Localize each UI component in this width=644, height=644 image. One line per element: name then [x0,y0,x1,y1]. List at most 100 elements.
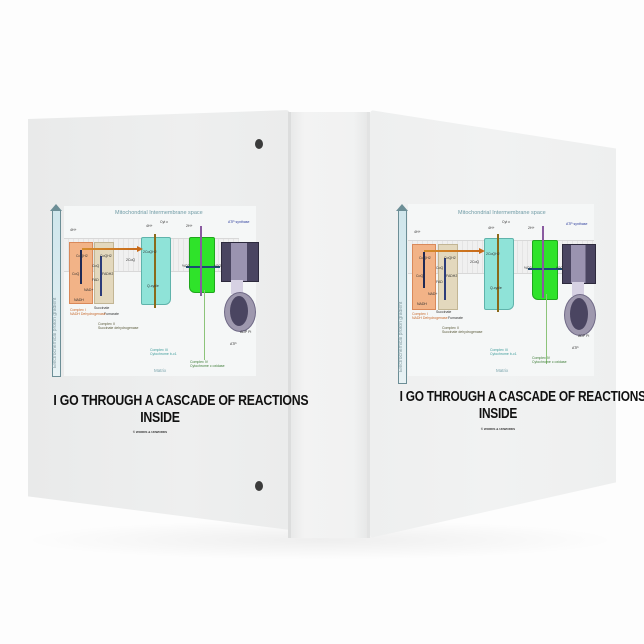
label-fad: FAD [92,278,99,282]
back-cover-diagram: Electrochemical proton gradient Mitochon… [50,204,260,384]
rivet-hole-bottom [255,481,263,491]
complex-iv-leader [204,290,205,360]
complex-ii-path-front [444,258,446,300]
proton-gradient-arrow [50,204,62,377]
complex-iv-block-front [532,240,558,300]
electron-flow-line [82,248,138,250]
label-atp-synthase: ATP synthase [228,220,250,224]
electron-flow-line-front [424,250,480,252]
electron-flow-arrow [137,246,143,252]
caption-complex-iii-sub: Cytochrome b-c1 [150,352,177,356]
label-coq: CoQ [72,272,80,276]
complex-ii-path [100,256,102,296]
label-q-cycle-front: Q-cycle [490,286,502,290]
label-succinate-front: Succinate [436,310,452,314]
label-o2-front: ½O2 [524,266,532,270]
caption-complex-i: Complex I [70,308,86,312]
label-2coq-front: 2CoQ [470,260,480,264]
caption-complex-ii-front: Complex II [442,326,459,330]
ims-title-front: Mitochondrial Intermembrane space [458,210,546,216]
label-fumarate: Fumarate [104,312,119,316]
complex-iii-path [154,234,156,308]
label-atp-front: ATP [572,346,579,350]
label-h2o: H2O [214,264,222,268]
caption-complex-iv-front: Complex IV [532,356,551,360]
electron-flow-arrow-front [479,248,485,254]
front-cover-copyright: © WORDS & UNWORDS [480,427,516,431]
label-atp-synthase-front: ATP synthase [566,222,588,226]
spine-hinge-left [288,112,291,538]
label-nad: NAD+ [84,288,94,292]
label-coq-ii: CoQ [92,264,100,268]
label-fad-front: FAD [436,280,443,284]
label-nadh-front: NADH [417,302,427,306]
label-coq-front: CoQ [416,274,424,278]
caption-complex-i-sub-front: NADH Dehydrogenase [412,316,448,320]
caption-matrix: Matrix [154,368,167,373]
gradient-label-front: Electrochemical proton gradient [398,301,404,372]
label-coqh2-front: CoQH2 [419,256,431,260]
complex-i-path-front [423,252,425,288]
label-coqh2-ii: CoQH2 [100,254,112,258]
proton-gradient-arrow-front [396,204,408,384]
label-cyt-c-front: Cyt c [502,220,510,224]
caption-matrix-front: Matrix [496,368,509,373]
label-succinate: Succinate [94,306,110,310]
atp-synthase-stalk [231,280,243,294]
label-cyt-c: Cyt c [160,220,168,224]
back-cover-title-line2: INSIDE [140,409,180,426]
label-2h: 2H+ [186,224,193,228]
atp-synthase-core-front [570,298,588,330]
complex-iv-leader-front [546,294,547,364]
gradient-label: Electrochemical proton gradient [52,297,58,368]
oxygen-path-front [528,268,562,270]
complex-iii-block-front [484,238,514,310]
label-adp-pi-front: ADP Pi [578,334,590,338]
etc-diagram: Mitochondrial Intermembrane space 4H+ Co… [64,206,259,376]
caption-complex-i-front: Complex I [412,312,428,316]
atp-synthase-stalk-front [572,282,584,296]
label-2coq: 2CoQ [126,258,136,262]
atp-synthase-fo [221,242,259,282]
caption-complex-iii: Complex III [150,348,168,352]
caption-complex-iv: Complex IV [190,360,209,364]
label-o2: ½O2 [182,264,190,268]
caption-complex-ii-sub-front: Succinate dehydrogenase [442,330,483,334]
label-q-cycle: Q-cycle [147,284,159,288]
front-cover-diagram: Electrochemical proton gradient Mitochon… [396,202,596,387]
complex-ii-block [94,242,114,304]
label-2coqh2: 2CoQH2 [143,250,157,254]
label-4h: 4H+ [70,228,77,232]
complex-iii-block [141,237,171,305]
label-h2o-front: H2O [556,266,564,270]
label-fadh2-front: FADH2 [446,274,458,278]
label-coqh2-ii-front: CoQH2 [444,256,456,260]
label-2coqh2-front: 2CoQH2 [486,252,500,256]
caption-complex-ii-sub: Succinate dehydrogenase [98,326,139,330]
front-cover-title-line1: I GO THROUGH A CASCADE OF REACTIONS [399,389,644,405]
label-coqh2: CoQH2 [76,254,88,258]
complex-i-path [80,250,82,284]
rivet-hole-top [255,139,263,149]
front-cover-title-line2: INSIDE [478,406,518,422]
label-2h-front: 2H+ [528,226,535,230]
label-coq-ii-front: CoQ [436,266,444,270]
caption-complex-ii: Complex II [98,322,115,326]
complex-iv-block [189,237,215,293]
atp-synthase-fo-front [562,244,596,284]
label-nad-front: NAD+ [428,292,438,296]
label-adp-pi: ADP Pi [240,330,252,334]
label-fadh2: FADH2 [102,272,114,276]
back-cover-title-line1: I GO THROUGH A CASCADE OF REACTIONS [53,392,309,409]
complex-iv-path-front [542,226,544,298]
caption-complex-iv-sub-front: Cytochrome c oxidase [532,360,567,364]
back-cover-copyright: © WORDS & UNWORDS [132,430,168,434]
label-atp: ATP [230,342,237,346]
complex-iii-path-front [497,234,499,312]
label-4h-iii: 4H+ [146,224,153,228]
atp-synthase-core [230,296,248,326]
complex-ii-block-front [438,244,458,310]
binder-spine [288,112,370,538]
spine-hinge-right [367,112,370,538]
caption-complex-iv-sub: Cytochrome c oxidase [190,364,225,368]
